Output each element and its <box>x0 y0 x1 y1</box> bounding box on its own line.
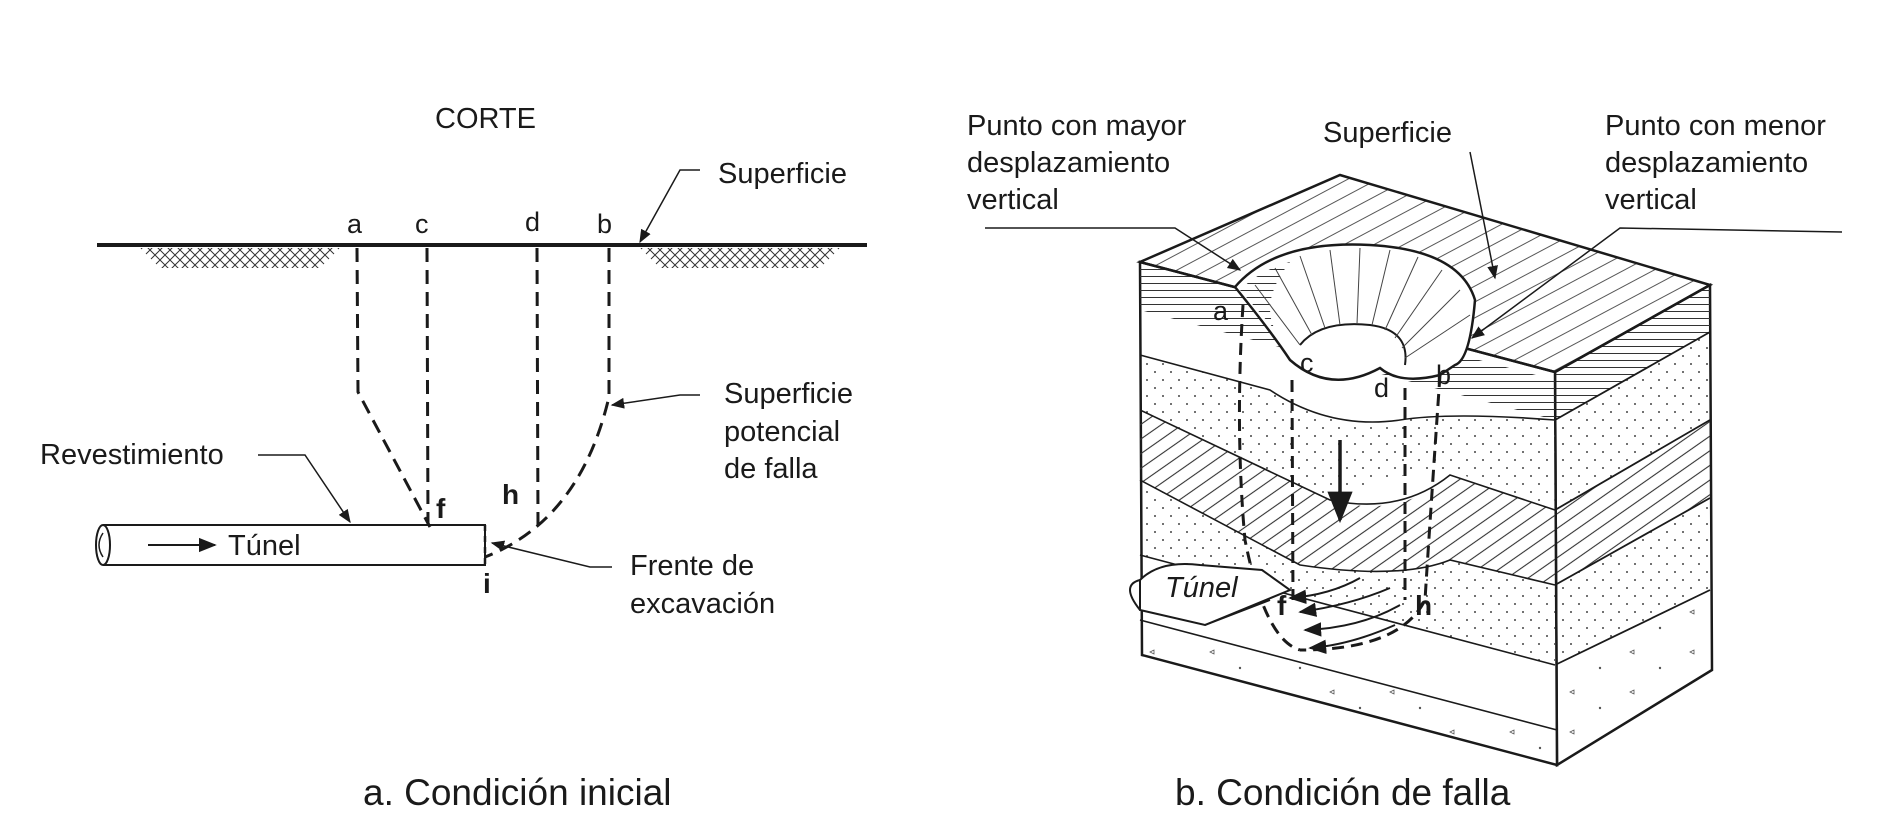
soil-hatch-left <box>140 248 340 268</box>
subsidence-crater <box>1233 243 1477 381</box>
crater-wall-left <box>1240 262 1290 330</box>
face-label-line-2: excavación <box>630 588 775 620</box>
right-layer-clay <box>1555 420 1710 585</box>
point-i-label: i <box>483 568 491 599</box>
point-d-label: d <box>525 207 540 237</box>
right-layer-sand-2 <box>1555 498 1710 665</box>
tunnel-body <box>103 524 486 566</box>
min-disp-line-2: desplazamiento <box>1605 147 1808 179</box>
right-layer-top <box>1555 285 1710 420</box>
tunnel-arch <box>1129 579 1141 611</box>
max-disp-leader <box>985 227 1242 271</box>
point-c-label: c <box>415 209 429 239</box>
max-disp-line-1: Punto con mayor <box>967 110 1187 142</box>
point-d-label-b: d <box>1374 373 1389 403</box>
front-layer-top <box>1140 262 1555 420</box>
front-layer-clay <box>1140 410 1555 585</box>
front-layer-sand-2 <box>1140 480 1555 665</box>
failure-line-b <box>484 248 611 559</box>
point-f-label-b: f <box>1277 590 1287 621</box>
failure-line-a <box>355 247 432 528</box>
point-f-label: f <box>436 493 446 524</box>
front-layer-sand <box>1140 355 1555 510</box>
point-b-label-b: b <box>1436 360 1451 390</box>
failure-line-c <box>425 247 430 528</box>
front-layer-rock <box>1140 620 1557 765</box>
tunnel-end-inner <box>98 532 104 558</box>
surface-label-b: Superficie <box>1323 117 1452 149</box>
flow-arrows <box>1288 577 1401 654</box>
corte-title: CORTE <box>435 103 536 135</box>
figure-a: CORTE Superficie a c d b Superficie pote… <box>40 103 867 813</box>
potential-failure-line-3: de falla <box>724 453 818 485</box>
potential-failure-line-2: potencial <box>724 416 840 448</box>
potential-failure-leader <box>610 394 700 409</box>
caption-b: b. Condición de falla <box>1175 772 1511 813</box>
figure-b: Túnel a c d b f h Punto con mayor despla… <box>967 110 1843 813</box>
crater-inner-rim <box>1299 323 1407 366</box>
lining-label: Revestimiento <box>40 439 224 471</box>
max-disp-line-3: vertical <box>967 184 1059 216</box>
point-h-label-b: h <box>1415 590 1432 621</box>
point-b-label: b <box>597 209 612 239</box>
caption-a: a. Condición inicial <box>363 772 672 813</box>
tunnel-label-a: Túnel <box>228 530 301 562</box>
lining-leader <box>258 454 351 524</box>
failure-line-d <box>535 247 540 528</box>
point-a-label-b: a <box>1213 296 1229 326</box>
tunnel-label-b: Túnel <box>1165 572 1239 604</box>
potential-failure-line-1: Superficie <box>724 378 853 410</box>
right-layer-sand <box>1555 332 1710 510</box>
surface-leader-b <box>1469 151 1498 280</box>
tunnel-floor-line <box>1204 599 1271 626</box>
surface-leader-a <box>639 169 700 244</box>
failure-lines-b <box>1237 304 1442 652</box>
face-label-line-1: Frente de <box>630 550 754 582</box>
max-disp-line-2: desplazamiento <box>967 147 1170 179</box>
crater-radial-lines <box>1254 247 1471 359</box>
right-layer-rock <box>1555 590 1712 765</box>
min-disp-line-1: Punto con menor <box>1605 110 1826 142</box>
tunnel-end <box>95 524 111 566</box>
face-leader <box>490 540 612 568</box>
min-disp-line-3: vertical <box>1605 184 1697 216</box>
point-h-label: h <box>502 479 519 510</box>
surface-label-a: Superficie <box>718 158 847 190</box>
soil-hatch-right <box>640 248 840 268</box>
tunnel-cutout <box>1139 563 1293 627</box>
point-a-label: a <box>347 209 363 239</box>
point-c-label-b: c <box>1300 348 1314 378</box>
min-disp-leader <box>1470 227 1843 339</box>
